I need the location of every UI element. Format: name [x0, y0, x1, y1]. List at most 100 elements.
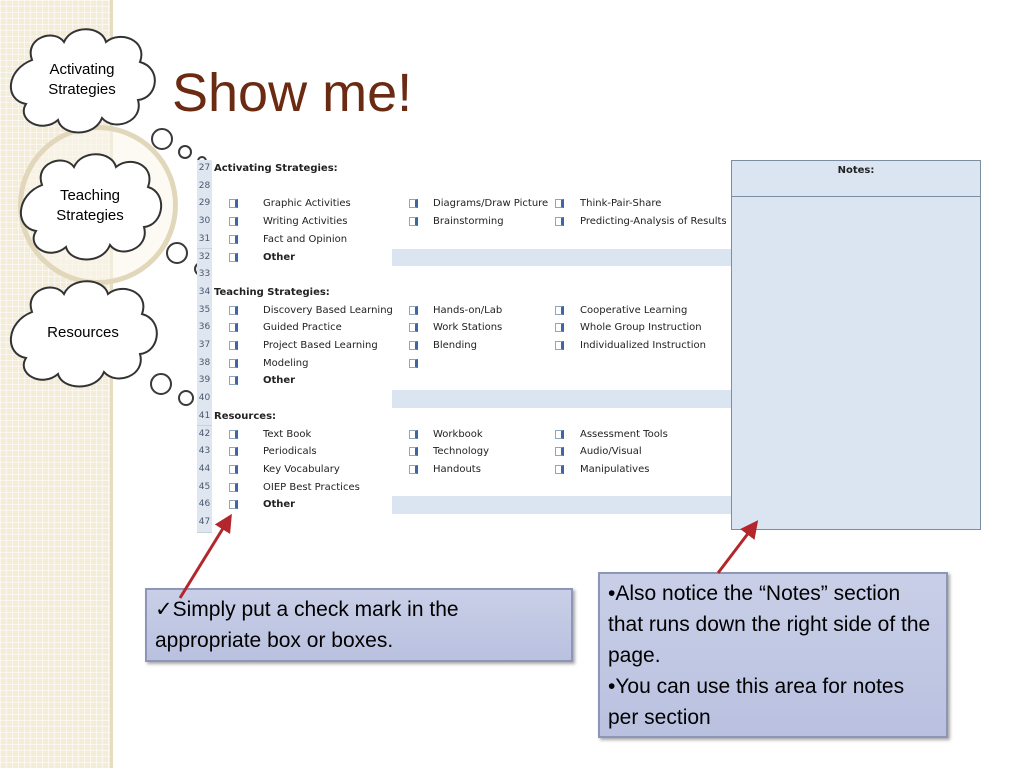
checkbox[interactable]: [555, 323, 564, 333]
checkbox[interactable]: [229, 252, 238, 262]
checkbox[interactable]: [555, 305, 564, 315]
option-label: Individualized Instruction: [580, 340, 706, 351]
checkbox[interactable]: [229, 500, 238, 510]
section-heading: Resources:: [214, 410, 277, 422]
option-label: Cooperative Learning: [580, 304, 688, 316]
option-label: Modeling: [263, 357, 309, 369]
checkbox[interactable]: [229, 217, 238, 227]
checkbox[interactable]: [555, 199, 564, 209]
cloud-line: Strategies: [48, 81, 116, 98]
row-number: 28: [197, 177, 212, 197]
row-number: 36: [197, 319, 212, 338]
row-number: 40: [197, 390, 212, 409]
thought-bubble: [151, 128, 173, 150]
thought-bubble: [166, 242, 188, 264]
option-label: Guided Practice: [263, 322, 342, 334]
sheet-row: 28: [197, 177, 731, 197]
checkbox[interactable]: [229, 341, 238, 350]
checkbox[interactable]: [409, 447, 418, 457]
option-label: Blending: [433, 340, 477, 351]
row-number: 34: [197, 283, 212, 303]
checkbox[interactable]: [555, 341, 564, 350]
checkbox[interactable]: [229, 234, 238, 244]
option-label: OIEP Best Practices: [263, 481, 360, 493]
option-label: Workbook: [433, 428, 483, 440]
checkbox[interactable]: [555, 429, 564, 439]
option-label: Predicting-Analysis of Results: [580, 216, 727, 228]
row-number: 37: [197, 337, 212, 356]
checkbox[interactable]: [229, 447, 238, 457]
option-label: Handouts: [433, 463, 481, 475]
checkbox[interactable]: [555, 447, 564, 457]
cloud-line: Strategies: [56, 207, 124, 224]
checkbox[interactable]: [555, 217, 564, 227]
option-label: Discovery Based Learning: [263, 304, 393, 316]
option-label: Other: [263, 499, 296, 511]
row-number: 47: [197, 514, 212, 533]
sheet-row: 31 Fact and Opinion: [197, 230, 731, 250]
checkbox[interactable]: [229, 199, 238, 209]
callout-text: •Also notice the “Notes” section that ru…: [608, 582, 931, 667]
row-band: [392, 390, 731, 408]
thought-bubble: [150, 373, 172, 395]
checkbox[interactable]: [409, 464, 418, 474]
option-label: Key Vocabulary: [263, 463, 340, 475]
row-band: [392, 248, 731, 267]
option-label: Other: [263, 251, 296, 263]
section-heading: Activating Strategies:: [214, 163, 338, 174]
checkbox[interactable]: [229, 464, 238, 474]
row-number: 39: [197, 372, 212, 392]
option-label: Brainstorming: [433, 216, 504, 228]
option-label: Graphic Activities: [263, 198, 351, 210]
notes-column[interactable]: Notes:: [731, 160, 981, 530]
thought-bubble: [178, 145, 192, 159]
checkbox[interactable]: [229, 358, 238, 368]
option-label: Fact and Opinion: [263, 233, 348, 245]
checkbox[interactable]: [229, 429, 238, 439]
strip-edge: [110, 0, 113, 768]
option-label: Periodicals: [263, 446, 317, 458]
checkbox[interactable]: [229, 376, 238, 386]
checkbox[interactable]: [409, 199, 418, 209]
row-number: 32: [197, 248, 212, 268]
option-label: Diagrams/Draw Picture: [433, 198, 549, 210]
checkbox[interactable]: [409, 358, 418, 368]
cloud-line: Resources: [47, 324, 119, 341]
option-label: Hands-on/Lab: [433, 304, 503, 316]
section-heading: Teaching Strategies:: [214, 286, 330, 298]
cloud-shape-icon: [9, 28, 156, 134]
cloud-shape-icon: [20, 153, 163, 261]
checkbox[interactable]: [555, 464, 564, 474]
row-number: 43: [197, 443, 212, 462]
checkbox[interactable]: [409, 323, 418, 333]
row-number: 31: [197, 230, 212, 250]
checkbox[interactable]: [409, 305, 418, 315]
row-number: 45: [197, 478, 212, 498]
cloud-line: Teaching: [59, 187, 121, 204]
checkbox[interactable]: [409, 341, 418, 350]
row-number: 30: [197, 213, 212, 232]
option-label: Whole Group Instruction: [580, 322, 702, 334]
row-number: 41: [197, 407, 212, 427]
callout-notes: •Also notice the “Notes” section that ru…: [598, 572, 948, 738]
checkbox[interactable]: [229, 323, 238, 333]
row-number: 44: [197, 460, 212, 480]
checkbox[interactable]: [409, 429, 418, 439]
checkbox[interactable]: [229, 305, 238, 315]
checkbox[interactable]: [409, 217, 418, 227]
sheet-row: 33: [197, 266, 731, 285]
checkbox[interactable]: [229, 482, 238, 492]
row-number: 27: [197, 160, 212, 179]
row-number: 38: [197, 354, 212, 374]
